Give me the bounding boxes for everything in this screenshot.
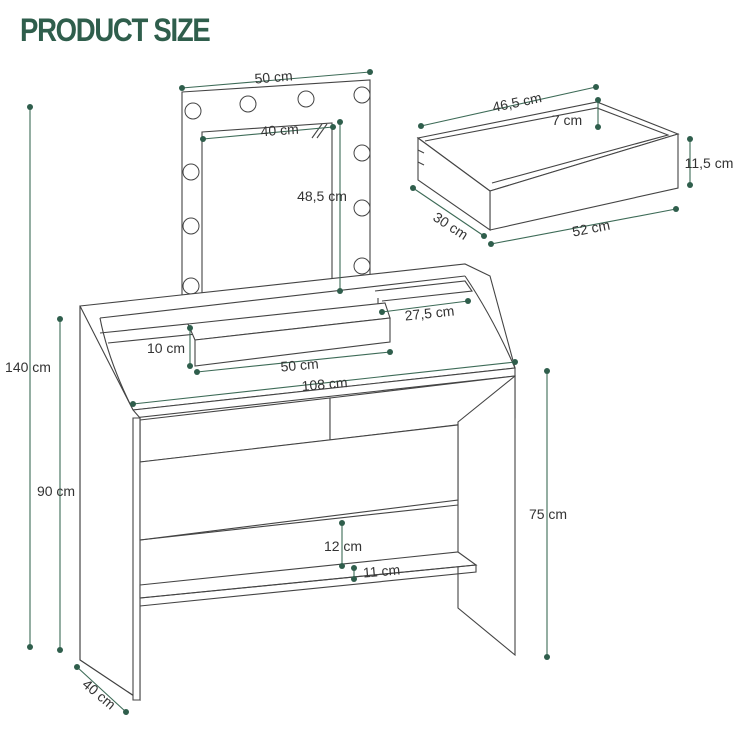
shelf-depth-label: 27,5 cm	[404, 302, 455, 323]
riser-height-label: 10 cm	[147, 340, 185, 356]
drawer-inner-height-label: 7 cm	[552, 112, 582, 128]
tabletop-height-label: 90 cm	[37, 483, 75, 499]
total-height-label: 140 cm	[5, 359, 51, 375]
vanity-desk	[79, 263, 516, 702]
page-title: PRODUCT SIZE	[20, 12, 211, 48]
mirror-bulbs	[182, 86, 371, 295]
table-width-label: 108 cm	[301, 374, 348, 394]
leg-height-label: 75 cm	[529, 506, 567, 522]
drawer-outer-width-label: 52 cm	[571, 217, 611, 240]
drawer-outer-height-label: 11,5 cm	[685, 155, 734, 171]
glass-width-label: 40 cm	[260, 121, 299, 140]
mirror	[181, 79, 371, 313]
glass-height-label: 48,5 cm	[297, 188, 347, 204]
mirror-width-label: 50 cm	[254, 67, 293, 86]
bottom-shelf-height-label: 11 cm	[362, 561, 400, 580]
drawer-inner-width-label: 46,5 cm	[491, 89, 543, 115]
riser-width-label: 50 cm	[280, 355, 319, 374]
dimension-labels: 50 cm 40 cm 48,5 cm 46,5 cm 7 cm 11,5 cm…	[5, 67, 733, 712]
dimension-lines	[27, 69, 693, 715]
bottom-shelf-gap-label: 12 cm	[324, 538, 362, 554]
drawer-detail	[416, 101, 680, 232]
